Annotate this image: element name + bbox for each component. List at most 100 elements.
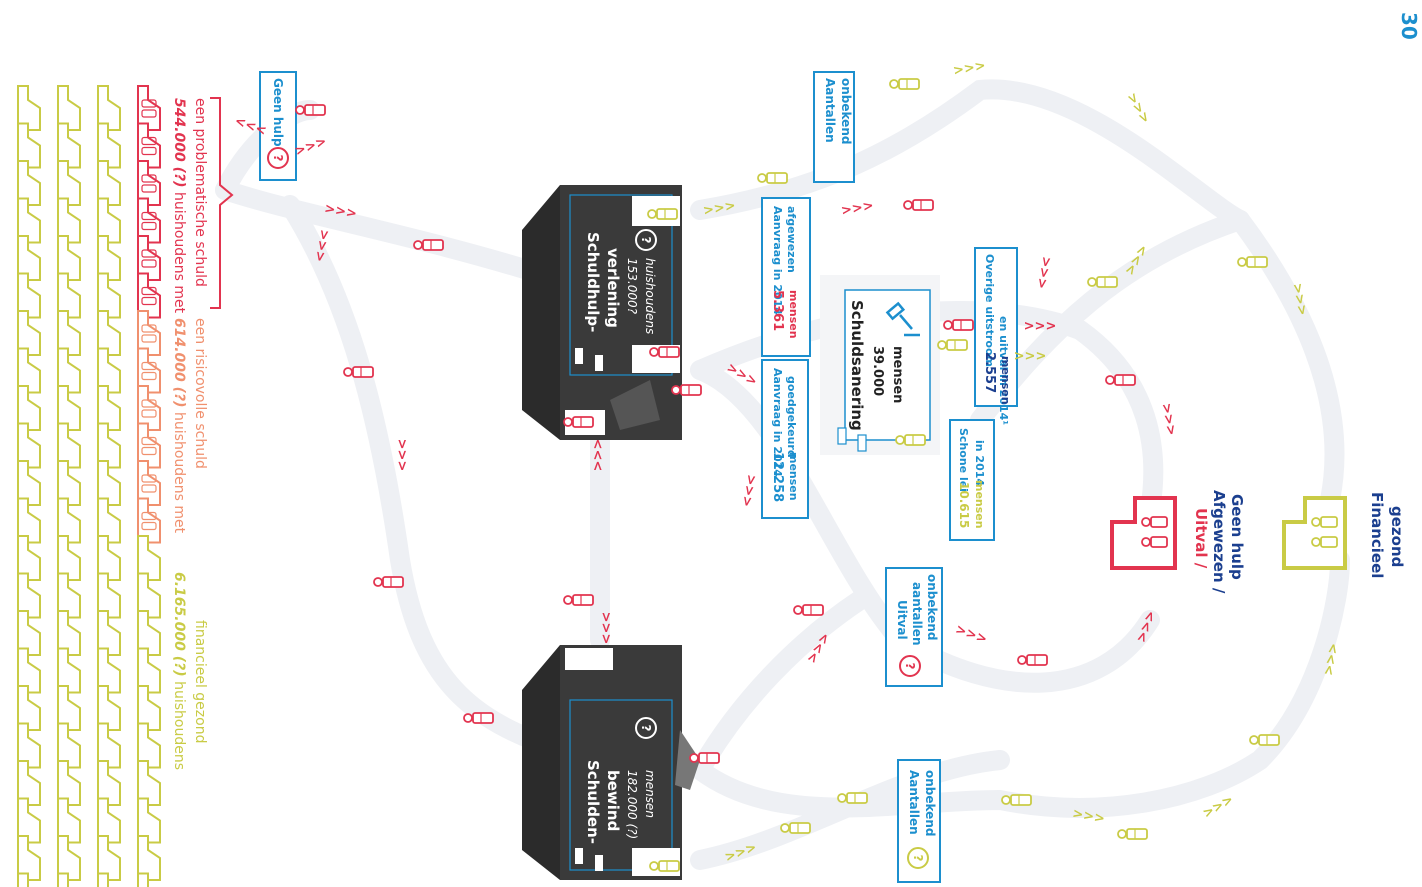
schone-lei-number: 10.615 [957,482,971,528]
outcome-uitval: Uitval / Afgewezen / Geen hulp [1110,490,1246,594]
risky-line2: een risicovolle schuld [192,318,208,469]
schuldenbewind-line2: bewind [604,770,622,831]
arrow-chevron-icon: >>> [1123,90,1152,126]
healthy-rest: huishoudens [171,677,187,770]
schuldsanering-title: Schuldsanering [848,300,866,431]
schone-lei-unit: mensen [973,480,986,529]
uitval-line1: Uitval / [1192,508,1210,569]
uitval-middle-line2: aantallen [910,582,924,645]
afgewezen-unit: mensen [787,290,800,339]
page-number: 30 [1397,12,1421,40]
person-icon [463,712,494,724]
goedgekeurd-line1: Aanvraag in 2014 [771,368,784,477]
aantallen-top-line2: onbekend [839,78,853,144]
gezond-line1: Financieel [1368,492,1386,578]
person-icon [141,511,157,531]
person-icon [937,339,968,351]
risky-rest: huishoudens met [171,408,187,534]
arrow-chevron-icon: >>> [311,228,331,263]
person-icon [649,346,680,358]
person-icon [647,208,678,220]
person-icon [903,199,934,211]
schone-lei-line2: in 2014 [973,440,986,486]
uitval-middle-line3: onbekend [925,574,939,640]
stat-goedgekeurd: Aanvraag in 2014 goedgekeurd 12.258 mens… [761,359,809,519]
person-icon [141,361,157,381]
person-icon [141,474,157,493]
arrow-chevron-icon: >>> [952,58,987,78]
person-icon [793,604,824,616]
person-icon [1117,828,1148,840]
svg-text:?: ? [903,663,917,670]
schuldsanering-count: 39.000 [870,346,885,396]
aantallen-bottom-line2: onbekend [923,770,937,836]
schuldenbewind-line1: Schulden- [584,760,602,844]
risky-number: 614.000 (?) [171,318,187,408]
svg-text:614.000 (?) huishoudens met: 614.000 (?) huishoudens met [171,318,187,534]
person-icon [141,249,157,268]
goedgekeurd-number: 12.258 [770,452,785,502]
afgewezen-line1: Aanvraag in 2014 [771,206,784,315]
schuldsanering-unit: mensen [890,346,905,403]
person-icon [671,384,702,396]
stat-uitstroom: Overige uitstroom en uitval in 2014¹ 2.5… [974,247,1018,425]
person-icon [141,99,157,118]
schuldenbewind-count: 182.000 (?) [625,770,639,839]
person-icon [757,172,788,184]
person-icon [1017,654,1048,666]
person-icon [943,319,974,331]
schuldsanering-box: Schuldsanering 39.000 mensen [820,275,940,455]
households-grid [17,85,161,887]
person-icon [141,211,157,231]
uitstroom-line1: Overige uitstroom [983,254,996,367]
uitval-middle-label: Uitval aantallen onbekend ? [885,567,943,687]
person-icon [141,436,157,456]
problematic-bracket [210,97,234,309]
person-icon [141,136,157,156]
healthy-line2: financieel gezond [192,620,208,743]
person-icon [343,366,374,378]
problematic-line2: een problematische schuld [192,98,208,287]
uitstroom-unit: mensen [999,356,1012,405]
svg-text:?: ? [271,155,285,162]
schuldhulp-unit: huishoudens [643,258,657,334]
uitval-middle-line1: Uitval [895,600,909,640]
arrow-chevron-icon: >>> [1158,402,1178,437]
afgewezen-number: 5.361 [770,290,785,331]
person-icon [373,576,404,588]
stat-schone-lei: Schone lei in 2014 10.615 mensen [949,419,995,541]
person-icon [1249,734,1280,746]
svg-text:544.000 (?) huishoudens met: 544.000 (?) huishoudens met [171,98,187,314]
person-icon [563,594,594,606]
person-icon [141,324,157,343]
gavel-icon [885,301,920,337]
schuldhulp-count: 153.000? [625,258,639,315]
arrow-chevron-icon: >>> [323,201,358,221]
person-icon [1105,374,1136,386]
outcome-gezond: Financieel gezond [1282,492,1406,578]
problematic-rest: huishoudens met [171,188,187,314]
question-icon [635,717,657,739]
arrow-chevron-icon: >>> [1033,255,1053,290]
person-icon [563,416,594,428]
aantallen-bottom-line1: Aantallen [907,770,921,835]
schuldhulp-line1: Schuldhulp- [584,232,602,332]
uitstroom-line2: en uitval in 2014¹ [997,316,1010,425]
geen-hulp-text: Geen hulp [271,78,285,147]
arrow-chevron-icon: >>> [702,198,737,218]
healthy-number: 6.165.000 (?) [171,572,187,677]
arrow-chevron-icon: >>> [1289,282,1309,317]
svg-text:?: ? [639,237,653,244]
goedgekeurd-line2: goedgekeurd [785,376,798,458]
goedgekeurd-unit: mensen [787,452,800,501]
question-icon [267,147,289,169]
arrow-chevron-icon: >>> [840,198,875,218]
person-icon [141,286,157,306]
stat-afgewezen: Aanvraag in 2014 afgewezen 5.361 mensen [761,197,811,357]
schuldhulp-line2: verlening [604,248,622,328]
schuldhulp-box: Schuldhulp- verlening 153.000? huishoude… [522,185,682,440]
uitval-line3: Geen hulp [1228,494,1246,580]
person-icon [837,792,868,804]
arrow-chevron-icon: >>> [1024,319,1057,334]
